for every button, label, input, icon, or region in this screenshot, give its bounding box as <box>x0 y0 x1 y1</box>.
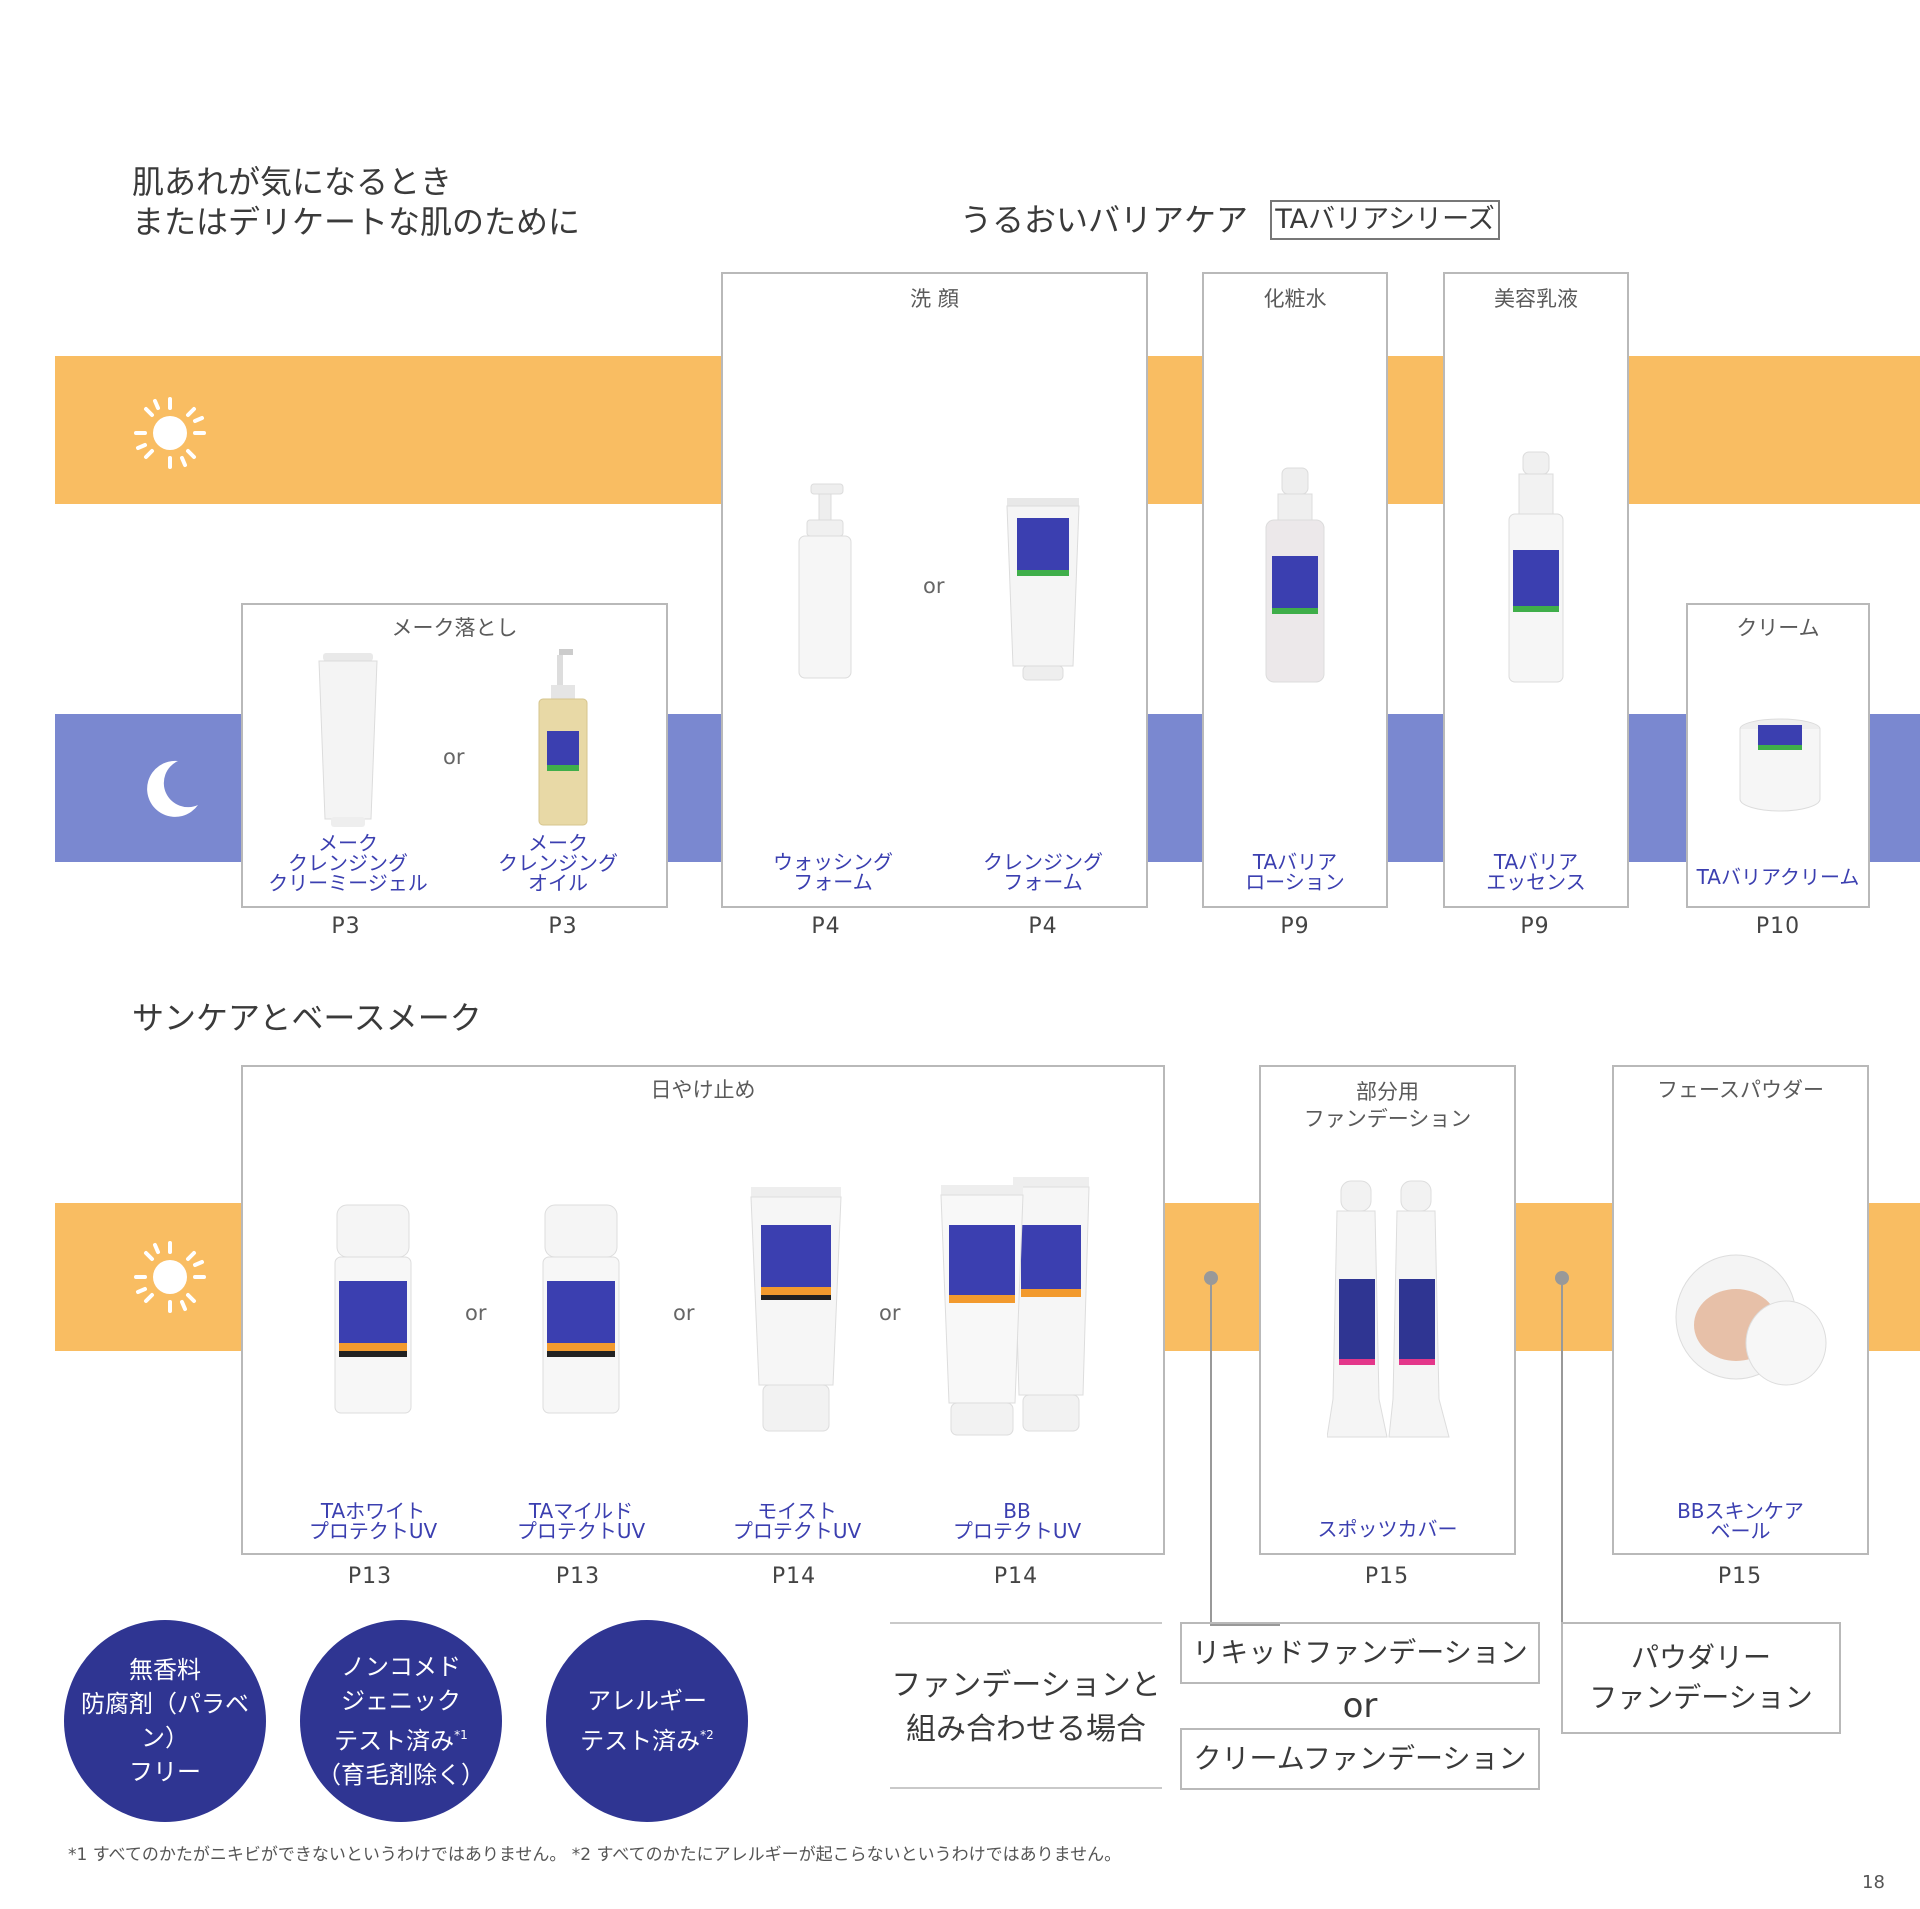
badge-allergy-tested: アレルギー テスト済み*2 <box>546 1620 748 1822</box>
product-name: TAバリア エッセンス <box>1486 850 1586 894</box>
page-ref: P13 <box>555 1564 601 1589</box>
moon-icon <box>147 760 198 817</box>
product-name: ウォッシング フォーム <box>773 850 893 894</box>
page-ref: P9 <box>1520 914 1550 939</box>
category-sunscreen: 日やけ止め <box>650 1078 756 1102</box>
essence-bottle-image <box>1508 451 1564 683</box>
powdery-foundation-box: パウダリー ファンデーション <box>1561 1622 1841 1734</box>
cleansing-gel-tube-image <box>318 653 378 827</box>
product-name: TAホワイト プロテクトUV <box>308 1499 438 1543</box>
suncare-heading: サンケアとベースメーク <box>132 999 482 1037</box>
category-cleansing: 洗 顔 <box>910 287 959 311</box>
category-essence: 美容乳液 <box>1494 287 1578 311</box>
bb-skincare-veil-compact-image <box>1675 1254 1827 1386</box>
combination-or: or <box>1342 1686 1378 1726</box>
liquid-foundation-box: リキッドファンデーション <box>1180 1622 1540 1684</box>
essence-box: 美容乳液 TAバリア エッセンス <box>1443 272 1629 908</box>
partial-foundation-box: 部分用 ファンデーション スポッツカバー <box>1259 1065 1516 1555</box>
spots-cover-image <box>1327 1180 1450 1438</box>
sun-icon <box>134 1241 206 1313</box>
cleansing-box: 洗 顔 or ウォッシング フォーム クレンジング フォーム <box>721 272 1148 908</box>
or-label: or <box>465 1301 487 1325</box>
page-ref: P15 <box>1364 1564 1410 1589</box>
cream-jar-image <box>1739 718 1821 812</box>
series-title: うるおいバリアケア <box>960 201 1249 239</box>
product-name: メーク クレンジング クリーミージェル <box>268 831 428 895</box>
connector-line <box>1210 1278 1212 1624</box>
product-name: TAバリア ローション <box>1245 850 1345 894</box>
moist-protect-uv-image <box>750 1187 842 1432</box>
connector-line <box>1561 1278 1563 1624</box>
or-label: or <box>673 1301 695 1325</box>
lotion-box: 化粧水 TAバリア ローション <box>1202 272 1388 908</box>
makeup-removal-box: メーク落とし or メーク クレンジング クリーミージェル メーク クレンジング… <box>241 603 668 908</box>
page-ref: P3 <box>331 914 361 939</box>
page-number: 18 <box>1862 1872 1885 1893</box>
page-ref: P10 <box>1755 914 1801 939</box>
ta-white-protect-uv-image <box>334 1204 412 1414</box>
badge-fragrance-free: 無香料 防腐剤（パラベン） フリー <box>64 1620 266 1822</box>
page-ref: P3 <box>548 914 578 939</box>
sun-icon <box>134 397 206 469</box>
footnote: *1 すべてのかたがニキビができないというわけではありません。 *2 すべてのか… <box>68 1845 1122 1865</box>
or-label: or <box>443 745 465 769</box>
product-name: スポッツカバー <box>1317 1517 1458 1541</box>
series-badge: TAバリアシリーズ <box>1270 200 1500 240</box>
page-ref: P4 <box>1028 914 1058 939</box>
face-powder-box: フェースパウダー BBスキンケア ベール <box>1612 1065 1869 1555</box>
product-name: モイスト プロテクトUV <box>732 1499 862 1543</box>
category-cream: クリーム <box>1736 616 1820 640</box>
product-name: TAマイルド プロテクトUV <box>516 1499 646 1543</box>
page-ref: P14 <box>993 1564 1039 1589</box>
washing-foam-pump-image <box>798 483 852 679</box>
or-label: or <box>879 1301 901 1325</box>
cream-box: クリーム TAバリアクリーム <box>1686 603 1870 908</box>
cleansing-foam-tube-image <box>1006 498 1080 681</box>
product-name: メーク クレンジング オイル <box>498 831 618 895</box>
page-ref: P14 <box>771 1564 817 1589</box>
combination-label: ファンデーションと 組み合わせる場合 <box>891 1668 1161 1747</box>
page-ref: P13 <box>347 1564 393 1589</box>
category-face-powder: フェースパウダー <box>1657 1078 1824 1102</box>
divider <box>890 1622 1162 1624</box>
product-name: クレンジング フォーム <box>983 850 1103 894</box>
page-ref: P9 <box>1280 914 1310 939</box>
cleansing-oil-bottle-image <box>538 649 588 826</box>
page-ref: P15 <box>1717 1564 1763 1589</box>
skincare-heading: 肌あれが気になるとき またはデリケートな肌のために <box>132 163 581 241</box>
badge-noncomedogenic: ノンコメド ジェニック テスト済み*1 （育毛剤除く） <box>300 1620 502 1822</box>
divider <box>890 1787 1162 1789</box>
lotion-bottle-image <box>1265 467 1325 683</box>
cream-foundation-box: クリームファンデーション <box>1180 1728 1540 1790</box>
category-partial-foundation: 部分用 ファンデーション <box>1303 1080 1472 1131</box>
product-name: BBスキンケア ベール <box>1677 1499 1804 1543</box>
category-lotion: 化粧水 <box>1263 287 1327 311</box>
page-ref: P4 <box>811 914 841 939</box>
product-name: TAバリアクリーム <box>1696 865 1860 889</box>
sunscreen-box: 日やけ止め or or or TAホワイト プロテクトUV TAマイルド <box>241 1065 1165 1555</box>
ta-mild-protect-uv-image <box>542 1204 620 1414</box>
or-label: or <box>923 574 945 598</box>
bb-protect-uv-image <box>940 1177 1090 1436</box>
product-name: BB プロテクトUV <box>952 1499 1082 1543</box>
connector-line <box>1210 1624 1280 1626</box>
category-makeup-removal: メーク落とし <box>391 616 518 640</box>
